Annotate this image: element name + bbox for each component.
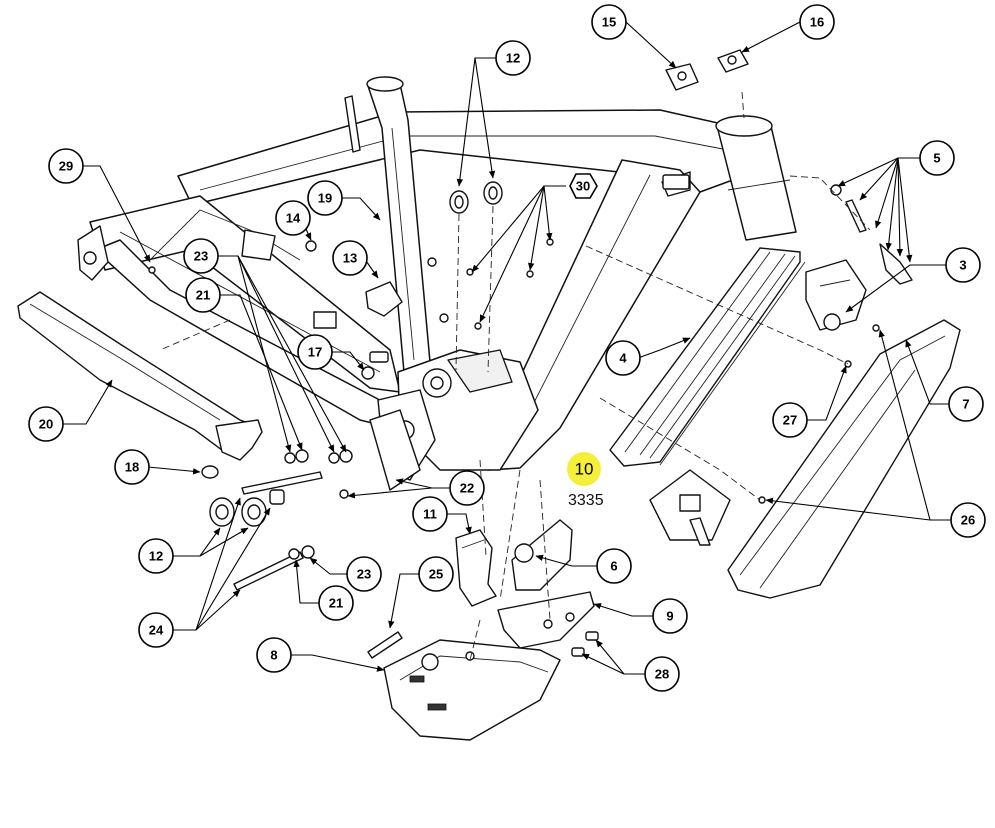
svg-text:19: 19: [318, 191, 332, 206]
callout-15: 15: [591, 4, 627, 40]
svg-text:8: 8: [270, 648, 277, 663]
motor-covers: [383, 519, 595, 741]
callout-25: 25: [418, 556, 454, 592]
callout-16: 16: [799, 4, 835, 40]
callout-28: 28: [644, 656, 680, 692]
svg-text:3: 3: [959, 258, 966, 273]
svg-text:29: 29: [59, 159, 73, 174]
callout-24: 24: [138, 612, 174, 648]
callout-18: 18: [114, 449, 150, 485]
svg-text:11: 11: [423, 507, 437, 522]
callout-12-top: 12: [495, 40, 531, 76]
svg-text:13: 13: [343, 251, 357, 266]
svg-text:24: 24: [149, 623, 164, 638]
down-tube-cover: [727, 319, 961, 599]
svg-text:5: 5: [933, 151, 940, 166]
svg-text:21: 21: [329, 596, 343, 611]
callout-12-bottom: 12: [138, 538, 174, 574]
leader-lines: [62, 21, 952, 675]
svg-text:17: 17: [308, 345, 322, 360]
callout-11: 11: [412, 496, 448, 532]
callout-23-top: 23: [183, 238, 219, 274]
callout-22: 22: [449, 470, 485, 506]
svg-text:22: 22: [460, 481, 474, 496]
svg-text:14: 14: [286, 211, 301, 226]
callout-30: 30: [569, 173, 598, 199]
callout-29: 29: [48, 148, 84, 184]
callout-5: 5: [919, 140, 955, 176]
callout-14: 14: [275, 200, 311, 236]
svg-text:27: 27: [783, 413, 797, 428]
svg-text:20: 20: [39, 417, 53, 432]
hardware-parts: [148, 49, 913, 659]
svg-text:15: 15: [602, 15, 616, 30]
callout-13: 13: [332, 240, 368, 276]
svg-text:9: 9: [666, 609, 673, 624]
svg-text:16: 16: [810, 15, 824, 30]
callout-19: 19: [307, 180, 343, 216]
highlight-marker: 10 3335: [567, 452, 604, 509]
callout-3: 3: [945, 247, 981, 283]
svg-text:12: 12: [506, 51, 520, 66]
assembly-guide-lines: [159, 91, 871, 661]
chainstay-protector: [17, 291, 263, 461]
callouts: 15 16 12 5 29 30 19 14 23 13 3 21 17 4 7…: [28, 4, 986, 692]
callout-21-bottom: 21: [318, 585, 354, 621]
svg-text:12: 12: [149, 549, 163, 564]
highlight-dot: [567, 452, 601, 486]
svg-text:4: 4: [619, 351, 627, 366]
svg-text:21: 21: [196, 288, 210, 303]
svg-text:30: 30: [576, 179, 590, 194]
svg-text:7: 7: [962, 397, 969, 412]
callout-9: 9: [652, 598, 688, 634]
callout-4: 4: [605, 340, 641, 376]
callout-8: 8: [256, 637, 292, 673]
highlight-label: 10: [575, 460, 594, 479]
svg-text:26: 26: [961, 513, 975, 528]
callout-27: 27: [772, 402, 808, 438]
callout-20: 20: [28, 406, 64, 442]
svg-text:18: 18: [125, 460, 139, 475]
callout-21-top: 21: [185, 277, 221, 313]
battery-pack: [609, 247, 867, 546]
callout-26: 26: [950, 502, 986, 538]
callout-6: 6: [596, 548, 632, 584]
svg-text:6: 6: [610, 559, 617, 574]
callout-7: 7: [948, 386, 984, 422]
svg-text:23: 23: [357, 567, 371, 582]
highlight-sublabel: 3335: [568, 492, 604, 509]
callout-17: 17: [297, 334, 333, 370]
svg-text:25: 25: [429, 567, 443, 582]
callout-23-bottom: 23: [346, 556, 382, 592]
svg-text:23: 23: [194, 249, 208, 264]
svg-text:28: 28: [655, 667, 669, 682]
